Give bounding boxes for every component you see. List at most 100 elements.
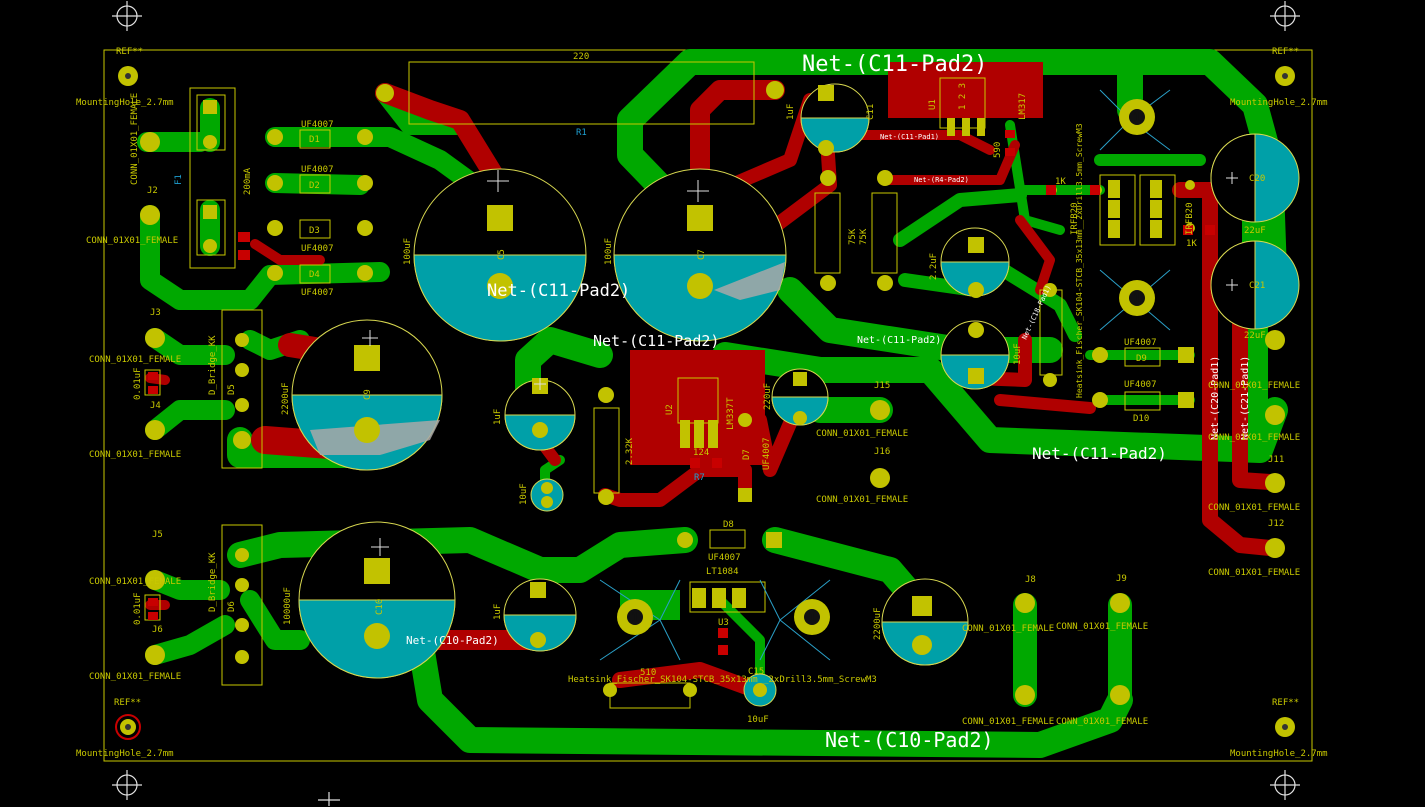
connector-label: CONN_01X01_FEMALE [89,672,181,682]
cap-value: 22uF [1244,226,1266,236]
polarity-plus-icon [362,170,1238,556]
origin-crosshair-icon [112,1,1300,806]
resistor-value: 75K [859,228,869,245]
cap-value: 1uF [493,604,503,620]
ref-label: REF** [1272,698,1299,708]
ic-pins: 1 2 3 [958,83,968,110]
diode-value: UF4007 [301,165,334,175]
diode-value: UF4007 [762,437,772,470]
diode-value: UF4007 [1124,338,1157,348]
resistor-value: 220 [573,52,589,62]
diode-ref: D7 [742,449,752,460]
cap-ref: C21 [1249,281,1265,291]
resistor-ref: R1 [576,128,587,138]
pads [140,81,1285,705]
cap-value: 22uF [1244,331,1266,341]
connector-label: CONN_01X01_FEMALE [89,355,181,365]
connector-ref: J3 [150,308,161,318]
hole-number: 1 [808,611,816,626]
resistor-value: 1K [1186,239,1197,249]
hole-number: 1 [1133,111,1141,126]
cap-value: 100uF [403,238,413,265]
cap-value: 10uF [747,715,769,725]
connector-ref: J12 [1268,519,1284,529]
resistor-value: 1K [1055,177,1066,187]
connector-label: CONN_01X01_FEMALE [1056,717,1148,727]
connector-label: CONN_01X01_FEMALE [816,495,908,505]
net-label: Net-(C21-Pad1) [1240,356,1251,440]
cap-ref: C5 [497,249,507,260]
cap-value: 2200uF [281,382,291,415]
cap-value: 1uF [786,104,796,120]
diode-ref: D2 [309,181,320,191]
mounting-hole-label: MountingHole_2.7mm [1230,98,1328,108]
diode-value: UF4007 [1124,380,1157,390]
cap-value: 0.01uF [133,592,143,625]
diode-value: UF4007 [708,553,741,563]
net-label: Net-(C11-Pad2) [487,281,630,301]
smd-pads [148,130,1215,655]
resistor-value: 590 [993,142,1003,158]
heatsink-label: Heatsink_Fischer_SK104-STCB_35x13mm__2xD… [1075,123,1084,398]
copper-pours [620,62,1043,620]
ic-value: LM317 [1018,93,1028,120]
connector-label: CONN_01X01_FEMALE [89,450,181,460]
ref-label: REF** [114,698,141,708]
cap-value: 10uF [519,483,529,505]
connector-ref: J4 [150,401,161,411]
fuse-ref: F1 [174,174,184,185]
connector-label: CONN_01X01_FEMALE [1056,622,1148,632]
cap-ref: C7 [697,249,707,260]
connector-label: CONN_01X01_FEMALE [1208,433,1300,443]
net-label: Net-(R4-Pad2) [914,176,969,184]
bridge-ref: D6 [227,601,237,612]
connector-label: CONN_01X01_FEMALE [816,429,908,439]
cap-value: 2200uF [873,607,883,640]
hole-number: 1 [1133,292,1141,307]
cap-ref: C11 [866,104,876,120]
cap-value: 100uF [604,238,614,265]
resistor-value: 124 [693,448,709,458]
connector-label: CONN_01X01_FEMALE [89,577,181,587]
cap-value: 10000uF [283,587,293,625]
heatsink-label: Heatsink_Fischer_SK104-STCB_35x13mm__2xD… [568,675,877,685]
cap-ref: C20 [1249,174,1265,184]
connector-label: CONN_01X01_FEMALE [86,236,178,246]
diode-value: UF4007 [301,120,334,130]
resistor-value: 510 [640,668,656,678]
capacitors [291,83,1300,707]
diode-ref: D4 [309,270,320,280]
mounting-hole-label: MountingHole_2.7mm [76,749,174,759]
net-label: Net-(C11-Pad2) [857,335,941,346]
diode-ref: D9 [1136,354,1147,364]
connector-label: CONN_01X01_FEMALE [962,624,1054,634]
connector-ref: J9 [1116,574,1127,584]
mounting-hole-label: MountingHole_2.7mm [1230,749,1328,759]
fuse-label: 200mA [243,167,253,195]
cap-value: 1uF [493,409,503,425]
connector-label: CONN_01X01_FEMALE [962,717,1054,727]
transistor-value: IRFB20 [1185,202,1195,235]
connector-ref: J15 [874,381,890,391]
net-label: Net-(C11-Pad1) [880,133,939,141]
bridge-ref: D5 [227,384,237,395]
diode-ref: D10 [1133,414,1149,424]
bridge-type: D_Bridge_KK [208,335,218,395]
ic-ref: U3 [718,618,729,628]
connector-ref: J2 [147,186,158,196]
mounting-hole-icon [115,66,1295,740]
ref-label: REF** [116,47,143,57]
cap-ref: C9 [363,389,373,400]
ref-label: REF** [1272,47,1299,57]
mounting-hole-label: MountingHole_2.7mm [76,98,174,108]
cap-value: 10uF [1013,343,1023,365]
ic-ref: U1 [928,99,938,110]
connector-ref: J11 [1268,455,1284,465]
hole-number: 1 [631,611,639,626]
connector-label: CONN_01X01_FEMALE [1208,568,1300,578]
cap-value: 2.2uF [929,253,939,280]
diode-ref: D1 [309,135,320,145]
net-label: Net-(C20-Pad1) [1210,356,1221,440]
connector-ref: J6 [152,625,163,635]
